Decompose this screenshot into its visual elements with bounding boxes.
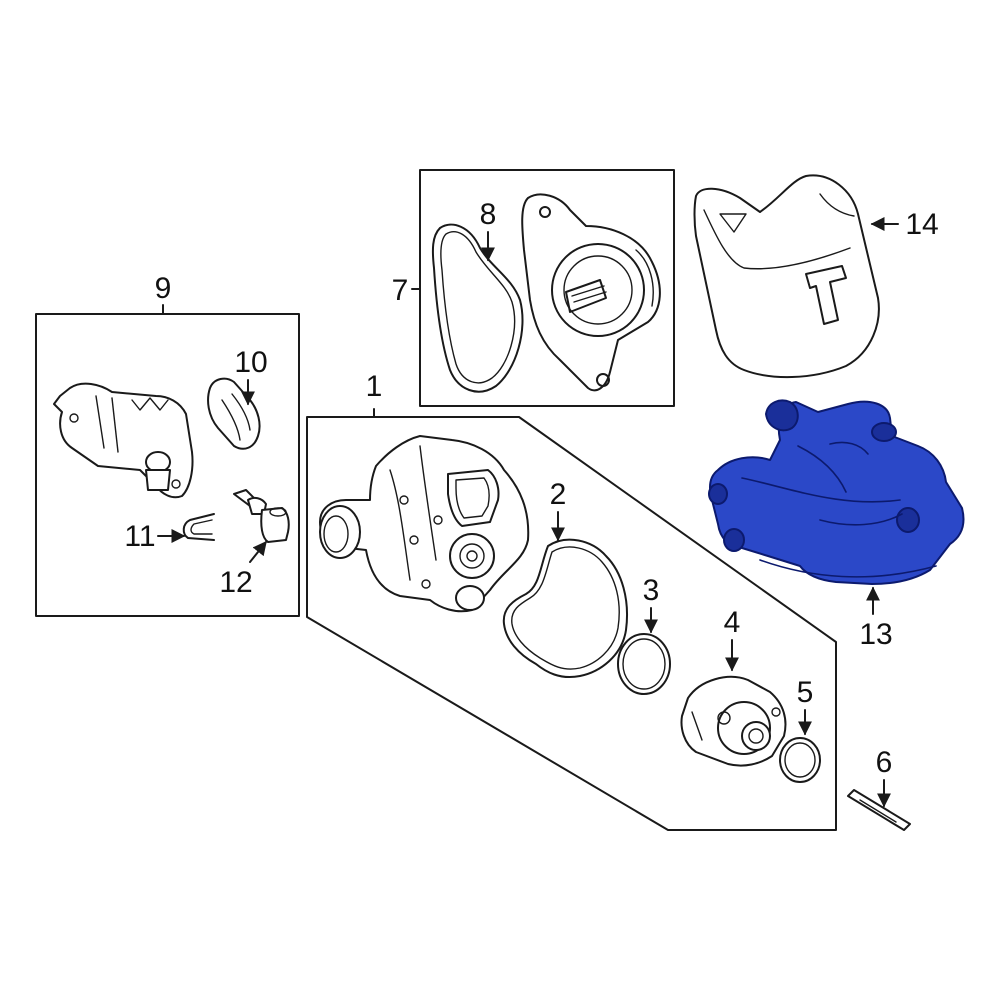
callout-13: 13 <box>859 618 892 651</box>
housing-13-top-port <box>765 399 799 432</box>
callout-12: 12 <box>219 566 252 599</box>
callout-5: 5 <box>797 676 814 709</box>
callout-11: 11 <box>124 520 155 553</box>
part-pump-housing-1 <box>319 435 530 613</box>
part-oring-3 <box>617 633 671 695</box>
part-gasket-8 <box>431 223 524 393</box>
housing-13-body <box>709 400 965 585</box>
callout-4: 4 <box>724 606 741 639</box>
group-box-9 <box>35 304 300 617</box>
part-oring-5 <box>779 737 821 783</box>
callout-1: 1 <box>366 370 383 403</box>
part-pin-6 <box>847 789 911 831</box>
part-seal-10 <box>207 377 261 450</box>
callout-3: 3 <box>643 574 660 607</box>
callout-7: 7 <box>392 274 409 307</box>
callout-6: 6 <box>876 746 893 779</box>
part-clip-11 <box>182 513 215 541</box>
leader-lines <box>157 217 899 808</box>
part-sensor-12 <box>233 489 290 543</box>
callout-8: 8 <box>480 198 497 231</box>
callout-14: 14 <box>905 208 938 241</box>
callout-labels: 1 2 3 4 5 6 7 8 9 10 11 12 13 14 <box>124 198 938 779</box>
part-cover-14 <box>693 174 880 379</box>
callout-10: 10 <box>234 346 267 379</box>
callout-9: 9 <box>155 272 172 305</box>
group-box-1 <box>306 408 837 831</box>
part-impeller-4 <box>680 675 787 767</box>
part-thermostat-housing-13 <box>708 399 965 585</box>
part-thermostat-9 <box>53 382 194 499</box>
leader-12 <box>249 540 267 563</box>
callout-2: 2 <box>550 478 567 511</box>
group-box-7 <box>411 169 675 407</box>
part-pump-cover-7 <box>521 193 661 392</box>
part-gasket-2 <box>502 538 628 678</box>
